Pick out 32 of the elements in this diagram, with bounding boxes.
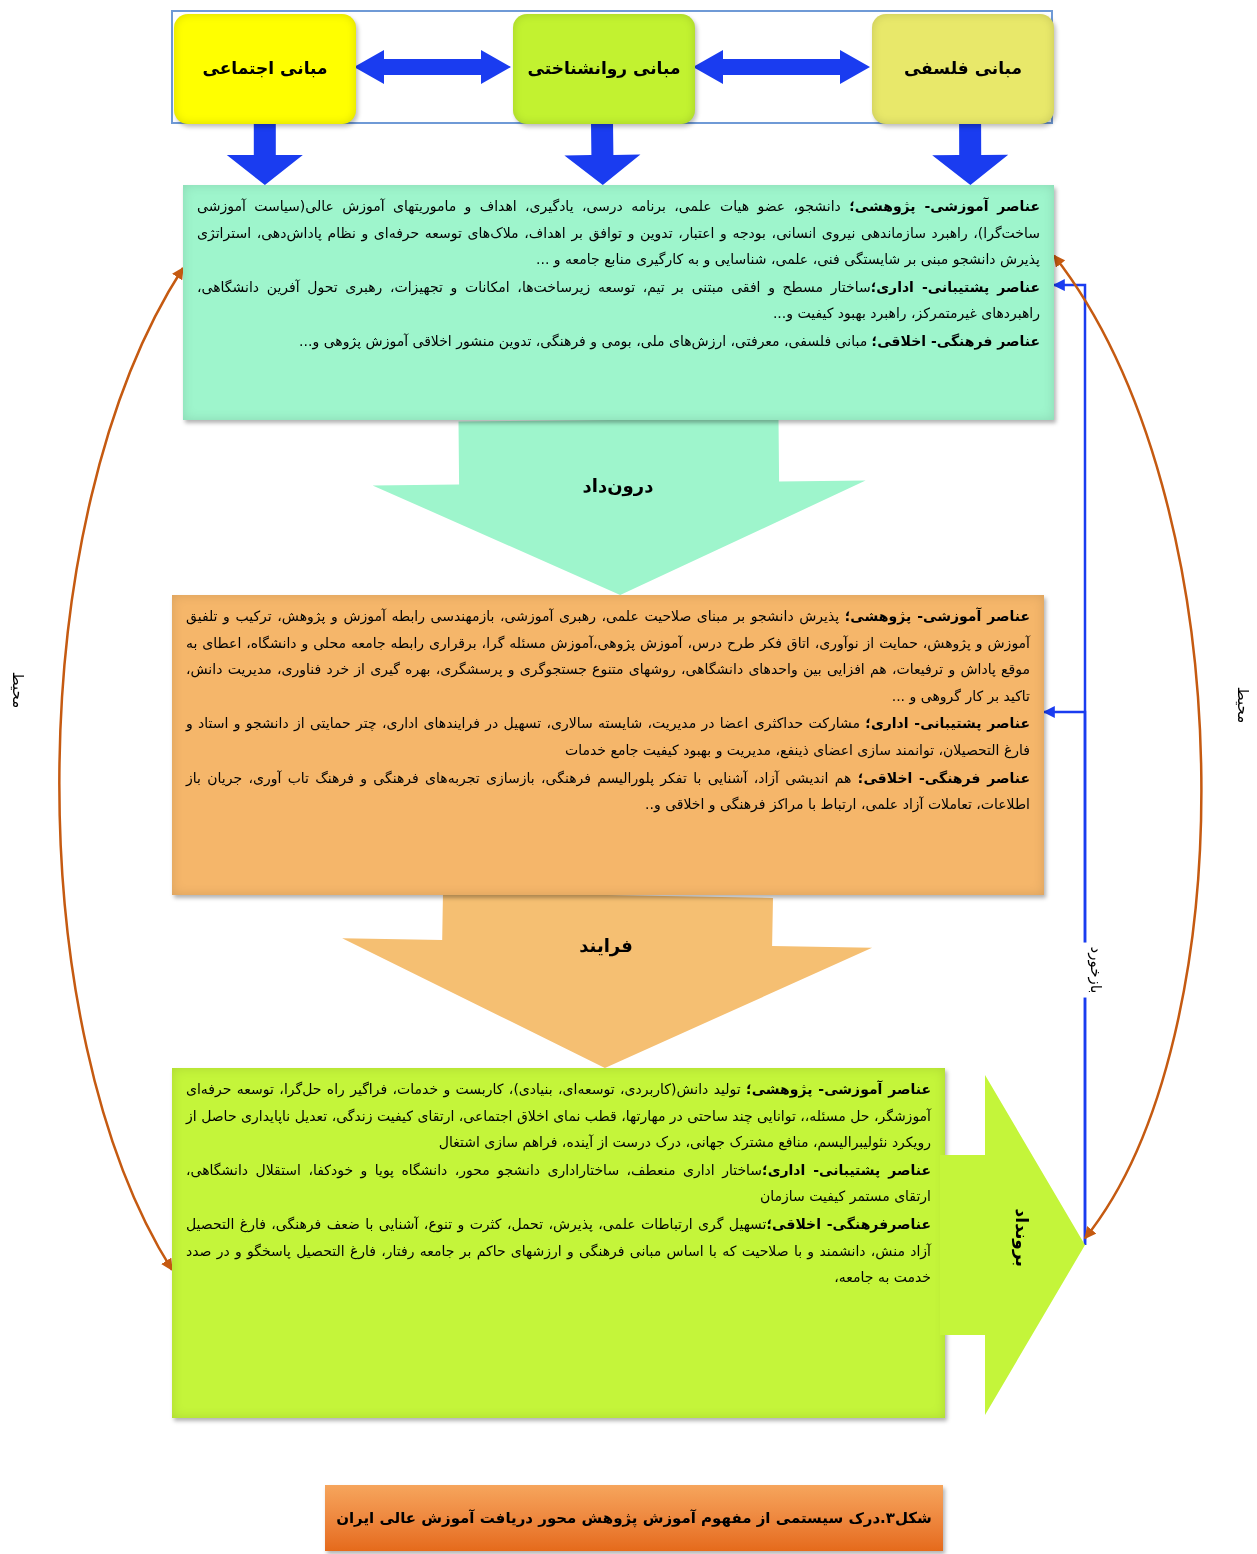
foundation-box xyxy=(513,14,695,124)
content-panel xyxy=(172,1068,945,1418)
paragraph: عناصر پشتیبانی- اداری؛ساختار مسطح و افقی مبتنی بر تیم، توسعه زیرساخت‌ها، امکانات و تجهیزات، رهبری تحول آفرین دانشگاهی، راهبردهای غیرمتمرکز، راهبرد بهبود کیفیت و... xyxy=(197,277,1040,324)
block-arrow xyxy=(354,50,511,84)
block-arrow xyxy=(372,418,866,595)
paragraph: عناصرفرهنگی- اخلاقی؛تسهیل گری ارتباطات علمی، پذیرش، تحمل، کثرت و تنوع، آشنایی با ضعف فرهنگی، فارغ التحصیل آزاد منش، دانشمند و با صلاحیت که با اساس مبانی فرهنگی و ارزشهای حاکم بر جامعه رفتار، فارغ التحصیل پاسخگو و در صدد خدمت به جامعه، xyxy=(186,1214,931,1288)
foundation-box xyxy=(872,14,1054,124)
paragraph: عناصر فرهنگی- اخلاقی؛ هم اندیشی آزاد، آشنایی با تفکر پلورالیسم فرهنگی، بازسازی تجربه‌های فرهنگی و فرهنگ تاب آوری، جریان باز اطلاعات، تعاملات آزاد علمی، ارتباط با مراکز فرهنگی و اخلاقی و.. xyxy=(186,768,1030,815)
paragraph: عناصر فرهنگی- اخلاقی؛ مبانی فلسفی، معرفتی، ارزش‌های ملی، بومی و فرهنگی، تدوین منشور اخلاقی آموزش پژوهی و... xyxy=(298,331,1040,352)
node-label: برونداد xyxy=(1010,1208,1033,1267)
arrow xyxy=(58,266,185,1271)
edge-label: درون‌داد xyxy=(582,473,654,499)
paragraph: عناصر آموزشی- پژوهشی؛ پذیرش دانشجو بر مبنای صلاحیت علمی، رهبری آموزشی، بازمهندسی رابطه آموزش و پژوهش، ترکیب و تلفیق آموزش و پژوهش، حمایت از نوآوری، اتاق فکر طرح درس، آموزش پژوهی،آموزش مسئله گرا، برقراری رابطه جامعه محلی و دانشگاه، اعطای به موقع پاداش و ترفیعات، هم افزایی بین واحدهای دانشگاهی، روشهای متنوع جستجوگری و پرسشگری، بهره گیری از خرد فناوری، مدیریت دانش، تاکید بر کار گروهی و ... xyxy=(186,606,1030,707)
node-label: مبانی اجتماعی xyxy=(202,57,328,81)
caption: شکل۳.درک سیستمی از مفهوم آموزش پژوهش محور دریافت آموزش عالی ایران xyxy=(325,1485,943,1551)
block-arrow xyxy=(342,892,873,1068)
block-arrow xyxy=(564,121,641,185)
block-arrow xyxy=(693,50,870,84)
foundation-box xyxy=(174,14,356,124)
edge-label: فرایند xyxy=(579,933,633,959)
content-panel xyxy=(183,185,1054,420)
node-label: مبانی روانشناختی xyxy=(527,57,681,81)
block-arrow xyxy=(932,122,1009,185)
group-frame xyxy=(171,10,1053,124)
block-arrow xyxy=(226,122,303,185)
paragraph: عناصر آموزشی- پژوهشی؛ دانشجو، عضو هیات علمی، برنامه درسی، یادگیری، اهداف و ماموریتهای آموزش عالی(سیاست آموزشی ساخت‌گرا)، راهبرد سازماندهی نیروی انسانی، بودجه و اعتبار، تدوین و توافق بر اهداف، ملاک‌های توسعه حرفه‌ای و نظام پاداش‌دهی، استراتژی پذیرش دانشجو مبنی بر شایستگی فنی، علمی، شناسایی و به کارگیری منابع جامعه و ... xyxy=(197,196,1040,270)
content-panel xyxy=(172,595,1044,895)
paragraph: عناصر پشتیبانی- اداری؛ مشارکت حداکثری اعضا در مدیریت، شایسته سالاری، تسهیل در فرایندهای اداری، چتر حمایتی از دانشجو و استاد و فارغ التحصیلان، توانمند سازی اعضای ذینفع، مدیریت و بهبود کیفیت جامع خدمات xyxy=(186,714,1030,761)
node-label: مبانی فلسفی xyxy=(903,57,1023,81)
paragraph: عناصر آموزشی- پژوهشی؛ تولید دانش(کاربردی، توسعه‌ای، بنیادی)، کاربست و خدمات، فراگیر راه حل‌گرا، توسعه حرفه‌ای آموزشگر، حل مسئله،، توانایی چند ساحتی در مهارتها، قطب نمای اخلاق اجتماعی، ارتقای کیفیت زندگی، تعدیل ناپایداری حاصل از رویکرد نئولیبرالیسم، منافع مشترک جهانی، درک درست از آینده، فراهم سازی اشتغال xyxy=(186,1079,931,1153)
block-arrow xyxy=(940,1075,1085,1415)
paragraph: عناصر پشتیبانی- اداری؛ساختار اداری منعطف، ساختاراداری دانشجو محور، دانشگاه پویا و خودکفا، استقلال دانشگاهی، ارتقای مستمر کیفیت سازمان xyxy=(186,1160,931,1207)
